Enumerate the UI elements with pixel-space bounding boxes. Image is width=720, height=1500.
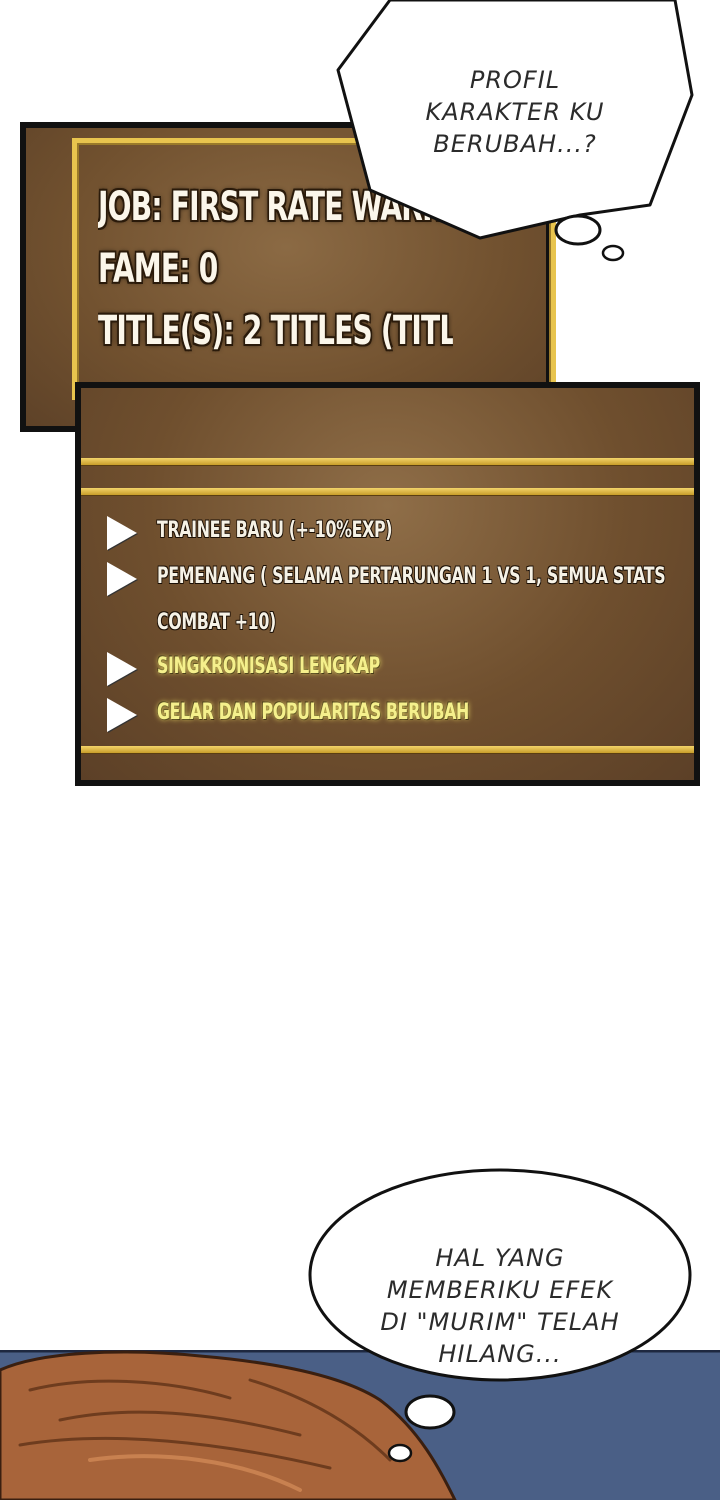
triangle-bullet-icon	[107, 516, 137, 550]
triangle-bullet-icon	[107, 562, 137, 596]
character-hair-illustration	[0, 1349, 720, 1500]
gold-divider-bottom	[81, 746, 694, 753]
fame-line: FAME: 0	[98, 246, 218, 292]
speech-bubble-bottom: HAL YANG MEMBERIKU EFEK DI "MURIM" TELAH…	[300, 1160, 700, 1475]
titles-panel: TRAINEE BARU (+-10%EXP) PEMENANG ( SELAM…	[75, 382, 700, 786]
title-item-text: COMBAT +10)	[157, 610, 276, 635]
triangle-bullet-icon	[107, 698, 137, 732]
bubble-line: HAL YANG	[435, 1244, 565, 1272]
speech-bubble-bottom-shape	[308, 1168, 692, 1463]
gold-divider-top-1	[81, 458, 694, 465]
gold-divider-top-2	[81, 488, 694, 495]
bubble-line: BERUBAH...?	[433, 130, 597, 158]
title-item-text: TRAINEE BARU (+-10%EXP)	[157, 518, 393, 543]
character-scene	[0, 1349, 720, 1500]
title-item-text: GELAR DAN POPULARITAS BERUBAH	[157, 700, 469, 725]
bubble-line: KARAKTER KU	[425, 98, 605, 126]
speech-bubble-top-shape	[336, 0, 694, 262]
title-item-text: SINGKRONISASI LENGKAP	[157, 654, 380, 679]
triangle-bullet-icon	[107, 652, 137, 686]
speech-bubble-top-text: PROFIL KARAKTER KU BERUBAH...?	[400, 64, 630, 160]
bubble-line: HILANG...	[438, 1340, 562, 1368]
bubble-line: DI "MURIM" TELAH	[380, 1308, 620, 1336]
bubble-line: PROFIL	[469, 66, 561, 94]
bubble-line: MEMBERIKU EFEK	[386, 1276, 614, 1304]
speech-bubble-bottom-text: HAL YANG MEMBERIKU EFEK DI "MURIM" TELAH…	[340, 1242, 660, 1370]
titles-panel-background: TRAINEE BARU (+-10%EXP) PEMENANG ( SELAM…	[81, 388, 694, 780]
title-item-text: PEMENANG ( SELAMA PERTARUNGAN 1 VS 1, SE…	[157, 564, 666, 589]
speech-bubble-top: PROFIL KARAKTER KU BERUBAH...?	[330, 0, 710, 270]
titles-line: TITLE(S): 2 TITLES (TITLE EFF	[98, 308, 453, 354]
